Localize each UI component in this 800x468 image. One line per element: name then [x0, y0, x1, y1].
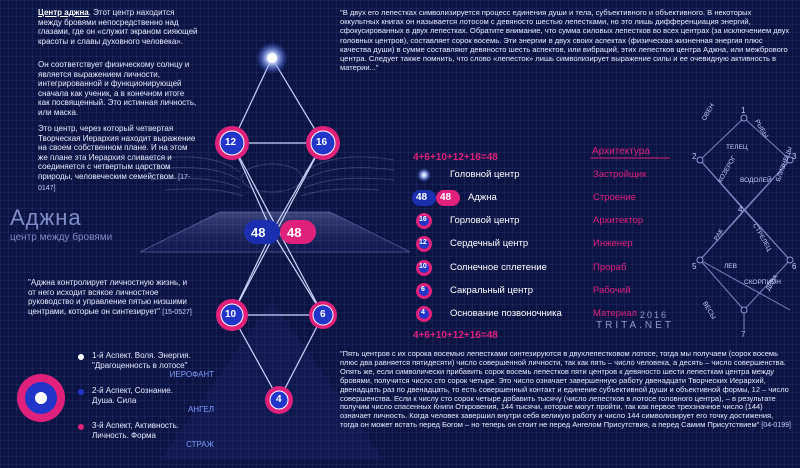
- base-number: 4: [276, 394, 282, 405]
- legend-head-icon: [417, 168, 431, 182]
- ajna-right-number: 48: [287, 225, 302, 240]
- legend-sacral-role: Рабочий: [593, 285, 631, 296]
- legend-ajna-role: Строение: [593, 192, 636, 203]
- ajna-pill: [244, 220, 316, 244]
- legend-head-role: Застройщик: [593, 169, 647, 180]
- aspect-2: 2-й Аспект, Сознание. Душа. Сила АНГЕЛ: [92, 386, 222, 415]
- throat-number: 16: [316, 137, 328, 148]
- ajna-p3-text: Это центр, через который четвертая Творч…: [38, 124, 196, 181]
- aspect-2-role: АНГЕЛ: [187, 405, 214, 415]
- ajna-title: Центр аджна: [38, 8, 89, 17]
- bottom-quote-text: "Пять центров с их сорока восемью лепест…: [340, 349, 789, 430]
- aspect-2-line2: Душа. Сила: [92, 395, 137, 405]
- legend-head-label: Головной центр: [450, 169, 520, 180]
- legend-heart-badge: 12: [419, 239, 427, 246]
- sacral-center-flower: [309, 301, 337, 329]
- zodiac-lattice: [699, 117, 791, 330]
- ajna-left-number: 48: [251, 225, 266, 240]
- legend-heart-role: Инженер: [593, 238, 633, 249]
- heart-center-flower: [215, 126, 249, 160]
- legend-throat-role: Архитектор: [593, 215, 644, 226]
- aspects-circle-icon: [17, 374, 65, 422]
- pyramid-shadow: [160, 300, 384, 460]
- aspect-1: 1-й Аспект. Воля. Энергия. "Драгоценност…: [92, 351, 222, 380]
- left-quote: "Аджна контролирует личностную жизнь, и …: [28, 278, 196, 317]
- architecture-title: Архитектура: [592, 146, 650, 157]
- legend-ajna-left: 48: [416, 192, 428, 203]
- legend-throat-icon: [416, 213, 432, 229]
- left-quote-text: "Аджна контролирует личностную жизнь, и …: [28, 278, 188, 316]
- legend-base-icon: [416, 306, 432, 322]
- aspect-2-line1: 2-й Аспект, Сознание.: [92, 386, 173, 395]
- ajna-p3: Это центр, через который четвертая Творч…: [38, 124, 198, 193]
- legend-heart-label: Сердечный центр: [450, 238, 529, 249]
- aspect-dot-1: [78, 354, 84, 360]
- zodiac-num-6: 6: [792, 262, 797, 271]
- bottom-quote-src: [04-0199]: [761, 422, 791, 430]
- aspect-1-line2: "Драгоценность в лотосе": [92, 360, 188, 370]
- solar-number: 10: [225, 309, 237, 320]
- zodiac-num-1: 1: [741, 106, 746, 115]
- legend-ajna-icon: [412, 190, 460, 206]
- zodiac-num-2: 2: [692, 152, 697, 161]
- aspect-3-line1: 3-й Аспект, Активность.: [92, 421, 179, 430]
- ajna-description: Центр аджна. Этот центр находится между …: [38, 8, 198, 46]
- legend-ajna-label: Аджна: [468, 192, 497, 203]
- legend-ajna-right: 48: [440, 192, 452, 203]
- legend-solar-label: Солнечное сплетение: [450, 262, 547, 273]
- ajna-p3-src: [17-0147]: [38, 173, 191, 192]
- legend-sacral-badge: 6: [421, 286, 425, 293]
- zodiac-leo: ЛЕВ: [724, 263, 737, 270]
- aspect-3: 3-й Аспект, Активность. Личность. Форма …: [92, 421, 222, 450]
- ajna-heading: Аджна: [10, 205, 82, 230]
- ajna-p2: Он соответствует физическому солнцу и яв…: [38, 60, 197, 117]
- zodiac-num-4: 4: [738, 205, 743, 214]
- heart-number: 12: [225, 137, 237, 148]
- legend-sacral-icon: [416, 283, 432, 299]
- zodiac-taurus: ТЕЛЕЦ: [726, 144, 748, 151]
- ajna-subheading: центр между бровями: [10, 232, 113, 243]
- zodiac-num-5: 5: [692, 262, 697, 271]
- winged-sun-emblem: [149, 156, 395, 197]
- legend-sacral-label: Сакральный центр: [450, 285, 533, 296]
- legend-base-role: Материал: [593, 308, 638, 319]
- top-quote: "В двух его лепестках символизируется пр…: [340, 8, 790, 73]
- aspect-3-role: СТРАЖ: [186, 440, 214, 450]
- throat-center-flower: [306, 126, 340, 160]
- watermark-year: 2016: [640, 310, 669, 320]
- zodiac-scorpio: СКОРПИОН: [744, 279, 781, 286]
- equation-top: 4+6+10+12+16=48: [413, 152, 498, 163]
- legend-throat-label: Горловой центр: [450, 215, 520, 226]
- legend-solar-icon: [416, 260, 432, 276]
- solar-center-flower: [216, 299, 248, 331]
- legend-solar-role: Прораб: [593, 262, 627, 273]
- legend-solar-badge: 10: [419, 263, 427, 270]
- aspect-3-line2: Личность. Форма: [92, 430, 156, 440]
- legend-heart-icon: [416, 236, 432, 252]
- zodiac-num-3: 3: [792, 152, 797, 161]
- aspect-1-line1: 1-й Аспект. Воля. Энергия.: [92, 351, 191, 360]
- ajna-intro: . Этот центр находится между бровями неп…: [38, 8, 198, 46]
- watermark-site: TRITA.NET: [596, 320, 674, 331]
- zodiac-aquarius: ВОДОЛЕЙ: [740, 177, 772, 184]
- legend-base-badge: 4: [421, 309, 425, 316]
- aspect-1-role: ИЕРОФАНТ: [169, 370, 214, 380]
- aspect-dot-2: [78, 389, 84, 395]
- sacral-number: 6: [320, 309, 326, 320]
- base-center-flower: [265, 386, 293, 414]
- legend-base-label: Основание позвоночника: [450, 308, 562, 319]
- zodiac-nodes: [696, 114, 794, 314]
- left-quote-src: [15-0527]: [162, 308, 192, 316]
- aspect-dot-3: [78, 424, 84, 430]
- legend-throat-badge: 16: [419, 216, 427, 223]
- equation-bottom: 4+6+10+12+16=48: [413, 330, 498, 341]
- bottom-quote: "Пять центров с их сорока восемью лепест…: [340, 349, 792, 431]
- zodiac-num-7: 7: [741, 330, 746, 339]
